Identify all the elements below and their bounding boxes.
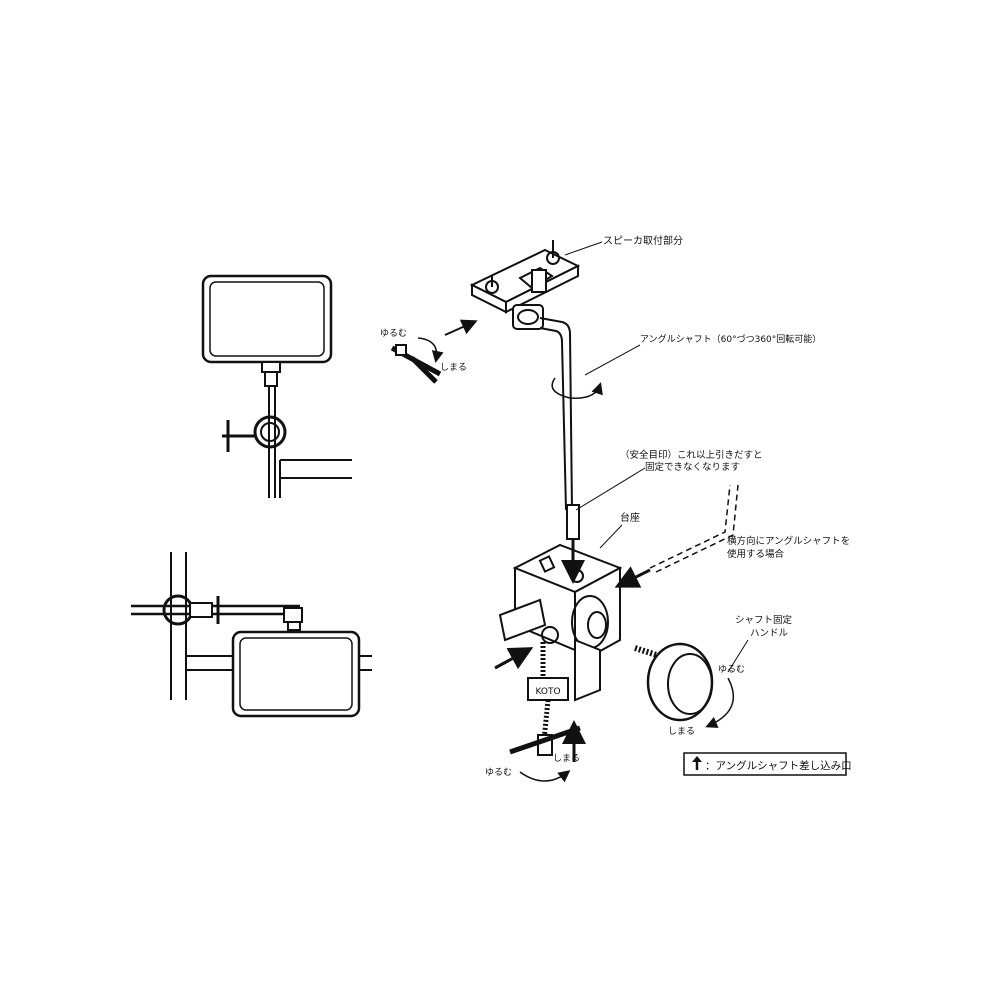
legend-text: ：アングルシャフト差し込み口 <box>705 759 852 772</box>
exploded-view: KOTO <box>390 240 749 783</box>
label-shaft-handle-2: ハンドル <box>750 628 789 639</box>
label-shaft-handle-1: シャフト固定 <box>735 614 793 626</box>
labels: スピーカ取付部分 アングルシャフト（60°づつ360°回転可能） （安全目印）こ… <box>380 234 850 778</box>
up-arrow-icon <box>692 756 702 770</box>
speaker-mount-plate <box>469 240 581 314</box>
brand-label: KOTO <box>535 687 560 697</box>
base-block: KOTO <box>498 543 623 702</box>
label-tighten-bolt: しまる <box>440 362 467 373</box>
label-safety-mark-2: 固定できなくなります <box>645 461 740 473</box>
vertical-mount-illustration <box>201 274 352 498</box>
label-tighten-clamp: しまる <box>553 753 580 764</box>
label-safety-mark-1: （安全目印）これ以上引きだすと <box>620 449 763 461</box>
angle-shaft <box>539 317 603 540</box>
clamp-screw <box>509 642 581 783</box>
label-base: 台座 <box>620 511 640 524</box>
label-angle-shaft: アングルシャフト（60°づつ360°回転可能） <box>640 333 821 345</box>
speaker-box-side <box>231 630 361 718</box>
speaker-box-top <box>201 274 333 364</box>
label-tighten-knob: しまる <box>668 726 695 737</box>
clamp-ring-side <box>162 594 194 626</box>
clamp-ring-top <box>253 415 287 449</box>
horizontal-mount-illustration <box>131 552 372 718</box>
pivot-block <box>512 304 544 330</box>
wing-bolt <box>390 319 478 384</box>
label-loosen-knob: ゆるむ <box>718 664 745 675</box>
shaft-fixing-knob <box>634 642 735 728</box>
label-loosen-clamp: ゆるむ <box>485 767 512 778</box>
label-loosen-bolt: ゆるむ <box>380 328 407 339</box>
label-speaker-mount: スピーカ取付部分 <box>603 234 683 247</box>
label-horizontal-1: 横方向にアングルシャフトを <box>727 535 850 547</box>
legend-box: ：アングルシャフト差し込み口 <box>683 752 852 776</box>
label-horizontal-2: 使用する場合 <box>727 548 785 560</box>
